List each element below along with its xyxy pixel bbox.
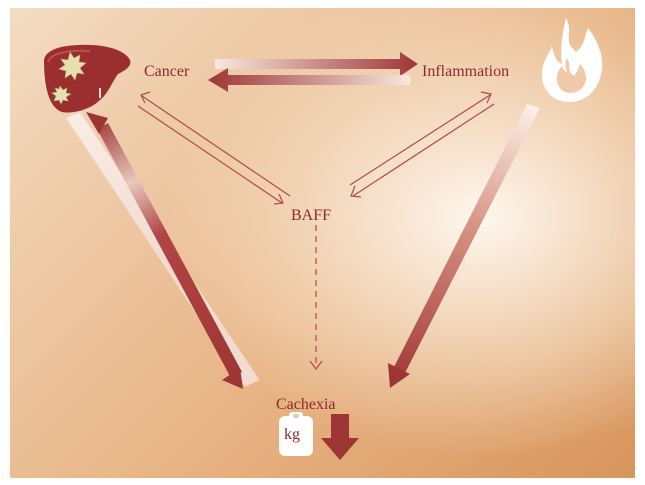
node-baff: BAFF xyxy=(291,207,331,224)
down-arrow-icon xyxy=(321,414,359,460)
arrow-inflammation-to-cancer xyxy=(208,68,410,92)
diagram-background xyxy=(10,8,635,478)
node-cachexia: Cachexia xyxy=(276,396,336,413)
arrow-cancer-to-inflammation xyxy=(215,52,418,76)
node-inflammation: Inflammation xyxy=(422,63,509,80)
flame-icon xyxy=(542,18,603,102)
arrow-cachexia-to-liver xyxy=(86,112,243,389)
weight-label: kg xyxy=(284,426,300,443)
arrow-inflammation-to-cachexia xyxy=(388,104,540,388)
tumor-icon xyxy=(51,51,87,105)
arrows-cancer-baff xyxy=(137,91,291,205)
arrow-baff-to-cachexia xyxy=(309,225,323,370)
weight-icon: kg xyxy=(279,412,313,456)
liver-icon xyxy=(44,44,131,113)
arrows-inflammation-baff xyxy=(349,91,495,198)
node-cancer: Cancer xyxy=(144,63,190,80)
